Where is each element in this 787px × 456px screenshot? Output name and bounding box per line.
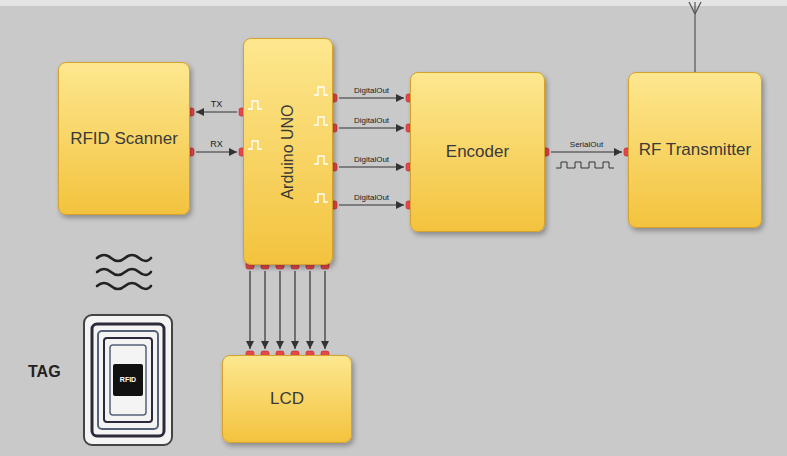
box-label: RF Transmitter [639, 140, 751, 160]
connector-group [321, 261, 329, 359]
connector-group [246, 261, 254, 359]
connector-group [291, 261, 299, 359]
signal-arrow [264, 271, 265, 349]
pulse-symbol [314, 156, 328, 164]
connector-group [276, 261, 284, 359]
pulse-symbol [314, 194, 328, 202]
signal-arrow [196, 111, 237, 112]
box-label: RFID Scanner [70, 129, 178, 149]
connector-group [306, 261, 314, 359]
pulse-symbol [248, 141, 262, 149]
signal-arrow [339, 97, 404, 98]
box-label: Arduino UNO [279, 104, 297, 199]
module-box: Encoder [410, 72, 545, 232]
signal-arrow [196, 151, 237, 152]
signal-name: DigitalOut [353, 194, 390, 203]
signal-arrow [339, 204, 404, 205]
rfid-tag [84, 315, 172, 445]
top-band [0, 0, 787, 6]
pulse-symbol [314, 117, 328, 125]
signal-name: DigitalOut [353, 156, 390, 165]
radio-waves [97, 255, 151, 289]
tag-label: TAG [28, 363, 61, 381]
signal-arrow [294, 271, 295, 349]
module-box: RFID Scanner [58, 62, 190, 215]
pulse-symbol [248, 101, 262, 109]
signal-arrow [339, 127, 404, 128]
signal-arrow [309, 271, 310, 349]
module-box: RF Transmitter [628, 72, 762, 228]
signal-name: DigitalOut [353, 117, 390, 126]
signal-arrow [279, 271, 280, 349]
controller-box: Arduino UNO [243, 38, 333, 265]
signal-name: SerialOut [569, 141, 604, 150]
signal-name: DigitalOut [353, 87, 390, 96]
signal-name: TX [210, 100, 224, 110]
display-box: LCD [222, 355, 352, 443]
signal-arrow [249, 271, 250, 349]
pulse-symbol [314, 87, 328, 95]
signal-name: RX [209, 140, 224, 150]
antenna [689, 2, 701, 72]
box-label: Encoder [446, 142, 509, 162]
signal-arrow [324, 271, 325, 349]
serial-pulses [556, 162, 614, 168]
connector-group [261, 261, 269, 359]
signal-arrow [339, 166, 404, 167]
box-label: LCD [270, 389, 304, 409]
signal-arrow [551, 151, 622, 152]
chip-label: RFID [120, 376, 136, 384]
